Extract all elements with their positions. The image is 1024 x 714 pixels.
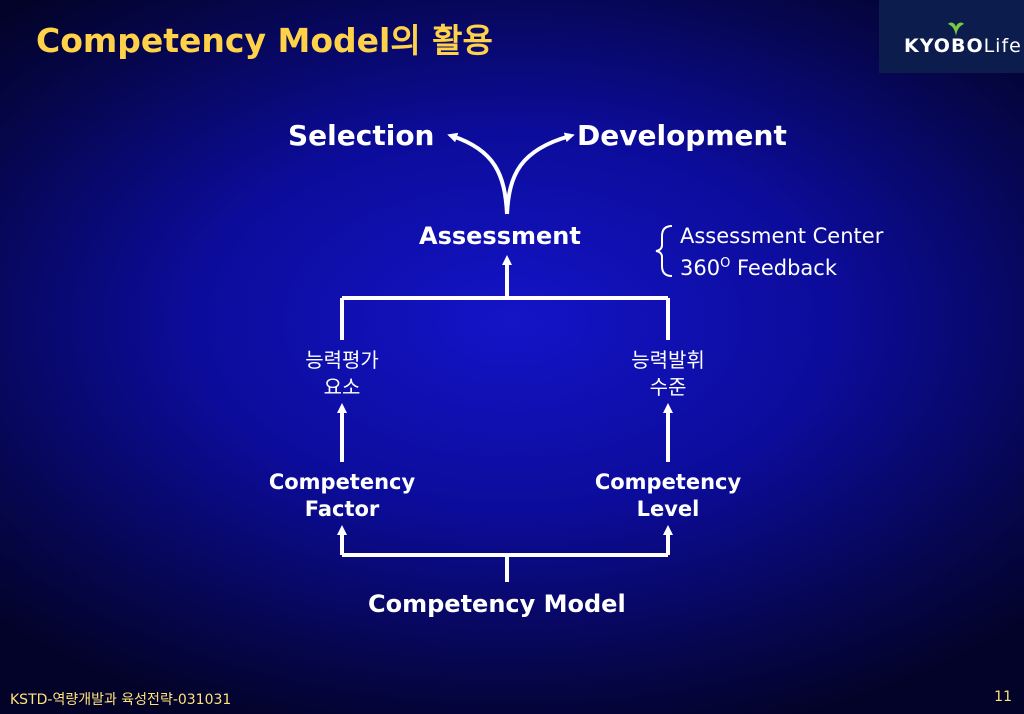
curve-to-selection	[447, 132, 509, 215]
leaf-icon	[948, 22, 964, 36]
assessment-label: Assessment	[419, 222, 581, 250]
competency-factor-label: Competency Factor	[268, 470, 416, 521]
left-korean-label: 능력평가 요소	[305, 348, 379, 399]
kyobo-life-logo: KYOBOLife	[879, 0, 1024, 73]
brace-icon	[655, 225, 673, 277]
assessment-center-text: Assessment Center	[680, 224, 884, 248]
curve-to-development	[505, 132, 575, 215]
feedback-text: 360O Feedback	[680, 256, 838, 280]
competency-model-label: Competency Model	[368, 590, 626, 618]
slide-title: Competency Model의 활용	[36, 21, 493, 60]
competency-level-label: Competency Level	[594, 470, 742, 521]
assessment-tools: Assessment Center 360O Feedback	[680, 223, 883, 282]
page-number: 11	[994, 689, 1012, 705]
selection-label: Selection	[288, 119, 435, 152]
development-label: Development	[577, 119, 787, 152]
footer-source: KSTD-역량개발과 육성전략-031031	[10, 692, 232, 708]
right-korean-label: 능력발휘 수준	[631, 348, 705, 399]
logo-wordmark: KYOBOLife	[904, 35, 1022, 57]
